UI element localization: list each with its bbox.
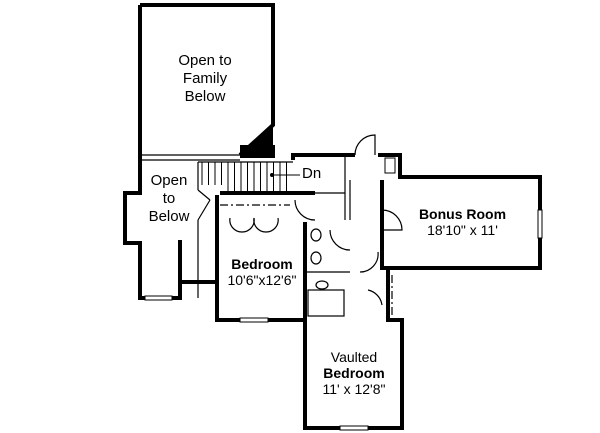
stairs-down-label: Dn: [302, 165, 322, 182]
label-line: Below: [184, 88, 226, 105]
room-size: 10'6"x12'6": [227, 272, 297, 288]
label-line: to: [162, 190, 176, 207]
open-to-family-label: Open to Family Below: [150, 52, 260, 106]
room-size: 18'10" x 11': [427, 222, 498, 238]
stair-treads: [201, 162, 287, 192]
label-line: Below: [148, 208, 190, 225]
room-name: Bedroom: [231, 256, 293, 272]
room-name: Bedroom: [323, 365, 385, 381]
interior-lines: [140, 134, 403, 318]
bonus-room-label: Bonus Room 18'10" x 11': [395, 206, 530, 238]
bedroom-label: Bedroom 10'6"x12'6": [218, 256, 306, 288]
label-line: Open to: [178, 52, 232, 69]
stair-arrow: [270, 173, 300, 177]
open-to-below-label: Open to Below: [140, 172, 198, 226]
vaulted-bedroom-label: Vaulted Bedroom 11' x 12'8": [306, 349, 402, 397]
windows: [144, 157, 543, 431]
room-size: 11' x 12'8": [322, 381, 386, 397]
label-line: Open: [150, 172, 188, 189]
label-line: Family: [182, 70, 228, 87]
room-name: Bonus Room: [418, 206, 507, 222]
room-prefix: Vaulted: [330, 349, 378, 365]
